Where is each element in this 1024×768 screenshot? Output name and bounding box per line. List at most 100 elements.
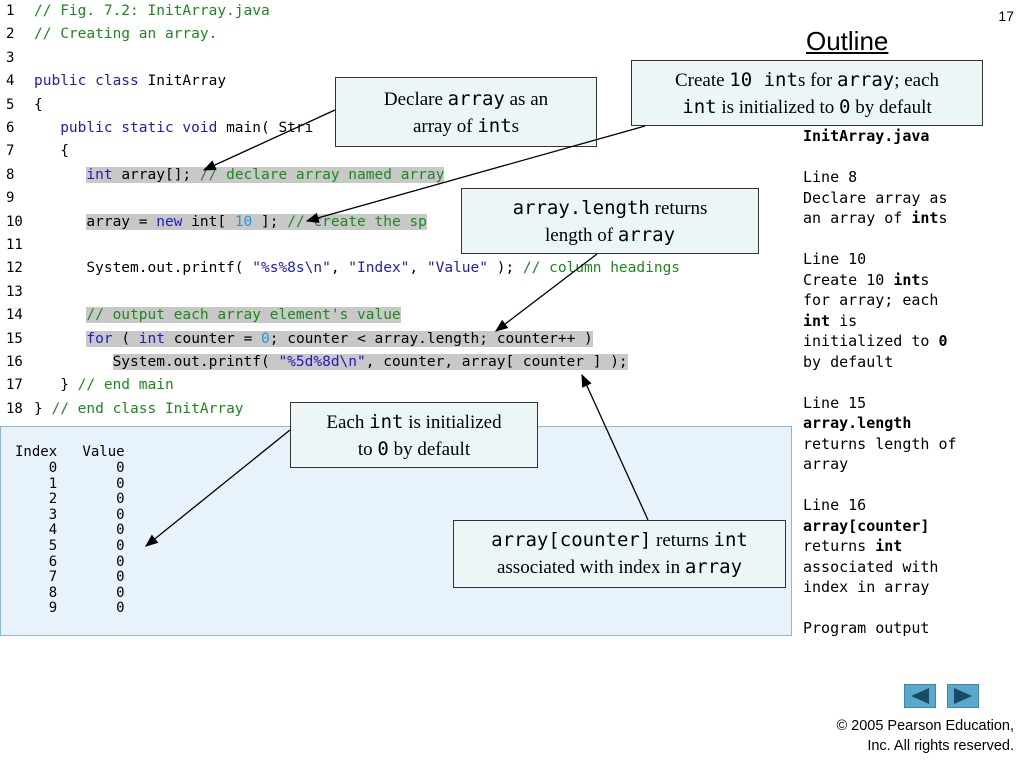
output-row: 8 0 <box>15 584 125 601</box>
outline-title: Outline <box>806 26 889 56</box>
line-number: 14 <box>6 307 23 324</box>
triangle-right-icon <box>954 688 972 704</box>
note-line: associated with <box>803 557 939 576</box>
code-text: array = new int[ 10 ]; // create the sp <box>86 213 427 230</box>
code-text: // output each array element's value <box>86 307 401 324</box>
note-line: int is <box>803 311 858 330</box>
note-line: an array of ints <box>803 209 948 227</box>
line-number: 15 <box>6 330 23 347</box>
output-row: 1 0 <box>15 475 125 492</box>
note-line: array[counter] <box>803 516 930 535</box>
copyright-line-2: Inc. All rights reserved. <box>867 738 1014 754</box>
note-line: index in array <box>803 578 930 596</box>
code-text: { <box>34 143 69 160</box>
code-text: int array[]; // declare array named arra… <box>86 166 445 183</box>
arrow-declare <box>202 109 336 171</box>
code-text: for ( int counter = 0; counter < array.l… <box>86 330 593 347</box>
note-line: Program output <box>803 619 930 637</box>
note-line: Create 10 ints <box>803 270 930 289</box>
note-line: array.length <box>803 414 912 432</box>
code-line: 5{ <box>0 94 792 117</box>
note-line: Line 16 <box>803 496 867 514</box>
code-text: } // end main <box>34 377 174 394</box>
code-text: public class InitArray <box>34 73 227 90</box>
copyright: © 2005 Pearson Education, Inc. All right… <box>836 716 1014 756</box>
code-line: 16 System.out.printf( "%5d%8d\n", counte… <box>0 351 792 374</box>
code-line: 9 <box>0 187 792 210</box>
line-number: 9 <box>6 190 15 207</box>
output-row: 2 0 <box>15 491 125 508</box>
note-line: returns length of <box>803 434 957 453</box>
code-line: 15 for ( int counter = 0; counter < arra… <box>0 328 792 351</box>
line-number: 2 <box>6 26 15 43</box>
code-text: // Creating an array. <box>34 26 218 43</box>
arrow-each <box>144 429 291 547</box>
note-line: returns int <box>803 537 903 555</box>
next-slide-button[interactable] <box>947 684 979 708</box>
code-text: // Fig. 7.2: InitArray.java <box>34 3 270 19</box>
output-row: 7 0 <box>15 569 125 586</box>
code-text: System.out.printf( "%s%8s\n", "Index", "… <box>34 260 681 277</box>
output-row: 9 0 <box>15 600 125 617</box>
output-row: 4 0 <box>15 522 125 539</box>
code-line: 12 System.out.printf( "%s%8s\n", "Index"… <box>0 257 792 280</box>
code-line: 14 // output each array element's value <box>0 304 792 327</box>
code-line: 4 public class InitArray <box>0 70 792 93</box>
line-number: 13 <box>6 283 23 300</box>
code-text: { <box>34 96 43 113</box>
note-line: initialized to 0 <box>803 332 948 350</box>
line-number: 11 <box>6 237 23 253</box>
page-number: 17 <box>998 8 1014 24</box>
code-line: 3 <box>0 47 792 70</box>
line-number: 3 <box>6 49 15 66</box>
code-line: 17 } // end main <box>0 374 792 397</box>
line-number: 10 <box>6 213 23 230</box>
line-number: 12 <box>6 260 23 277</box>
line-number: 17 <box>6 377 23 394</box>
note-line: Declare array as <box>803 188 948 207</box>
code-line: 1 // Fig. 7.2: InitArray.java <box>0 0 792 23</box>
code-line: 11 <box>0 234 792 257</box>
output-header: Index Value <box>15 444 125 460</box>
line-number: 1 <box>6 3 15 19</box>
note-line: by default <box>803 352 894 371</box>
note-line: InitArray.java <box>803 127 930 145</box>
note-line: Line 10 <box>803 250 867 268</box>
code-line: 18 } // end class InitArray <box>0 398 792 421</box>
note-line: Line 8 <box>803 168 858 186</box>
output-row: 6 0 <box>15 553 125 570</box>
triangle-left-icon <box>911 688 929 704</box>
output-row: 0 0 <box>15 460 125 476</box>
code-line: 2 // Creating an array. <box>0 23 792 46</box>
arrow-length <box>494 253 598 332</box>
output-row: 5 0 <box>15 538 125 554</box>
code-line: 8 int array[]; // declare array named ar… <box>0 164 792 187</box>
line-number: 18 <box>6 400 23 417</box>
code-line: 10 array = new int[ 10 ]; // create the … <box>0 211 792 234</box>
code-line: 7 { <box>0 140 792 163</box>
line-number: 8 <box>6 166 15 183</box>
note-line: for array; each <box>803 291 939 309</box>
prev-slide-button[interactable] <box>904 684 936 708</box>
arrow-counter <box>581 373 649 521</box>
code-text: System.out.printf( "%5d%8d\n", counter, … <box>112 354 628 370</box>
code-line: 13 <box>0 281 792 304</box>
line-number: 5 <box>6 96 15 113</box>
line-number: 6 <box>6 120 15 136</box>
line-number: 4 <box>6 73 15 90</box>
line-number: 16 <box>6 354 23 370</box>
arrow-create <box>305 125 646 223</box>
copyright-line-1: © 2005 Pearson Education, <box>836 718 1014 734</box>
note-line: Line 15 <box>803 393 867 412</box>
note-line: array <box>803 455 849 473</box>
code-text: } // end class InitArray <box>34 400 244 417</box>
output-row: 3 0 <box>15 506 125 523</box>
line-number: 7 <box>6 143 15 160</box>
